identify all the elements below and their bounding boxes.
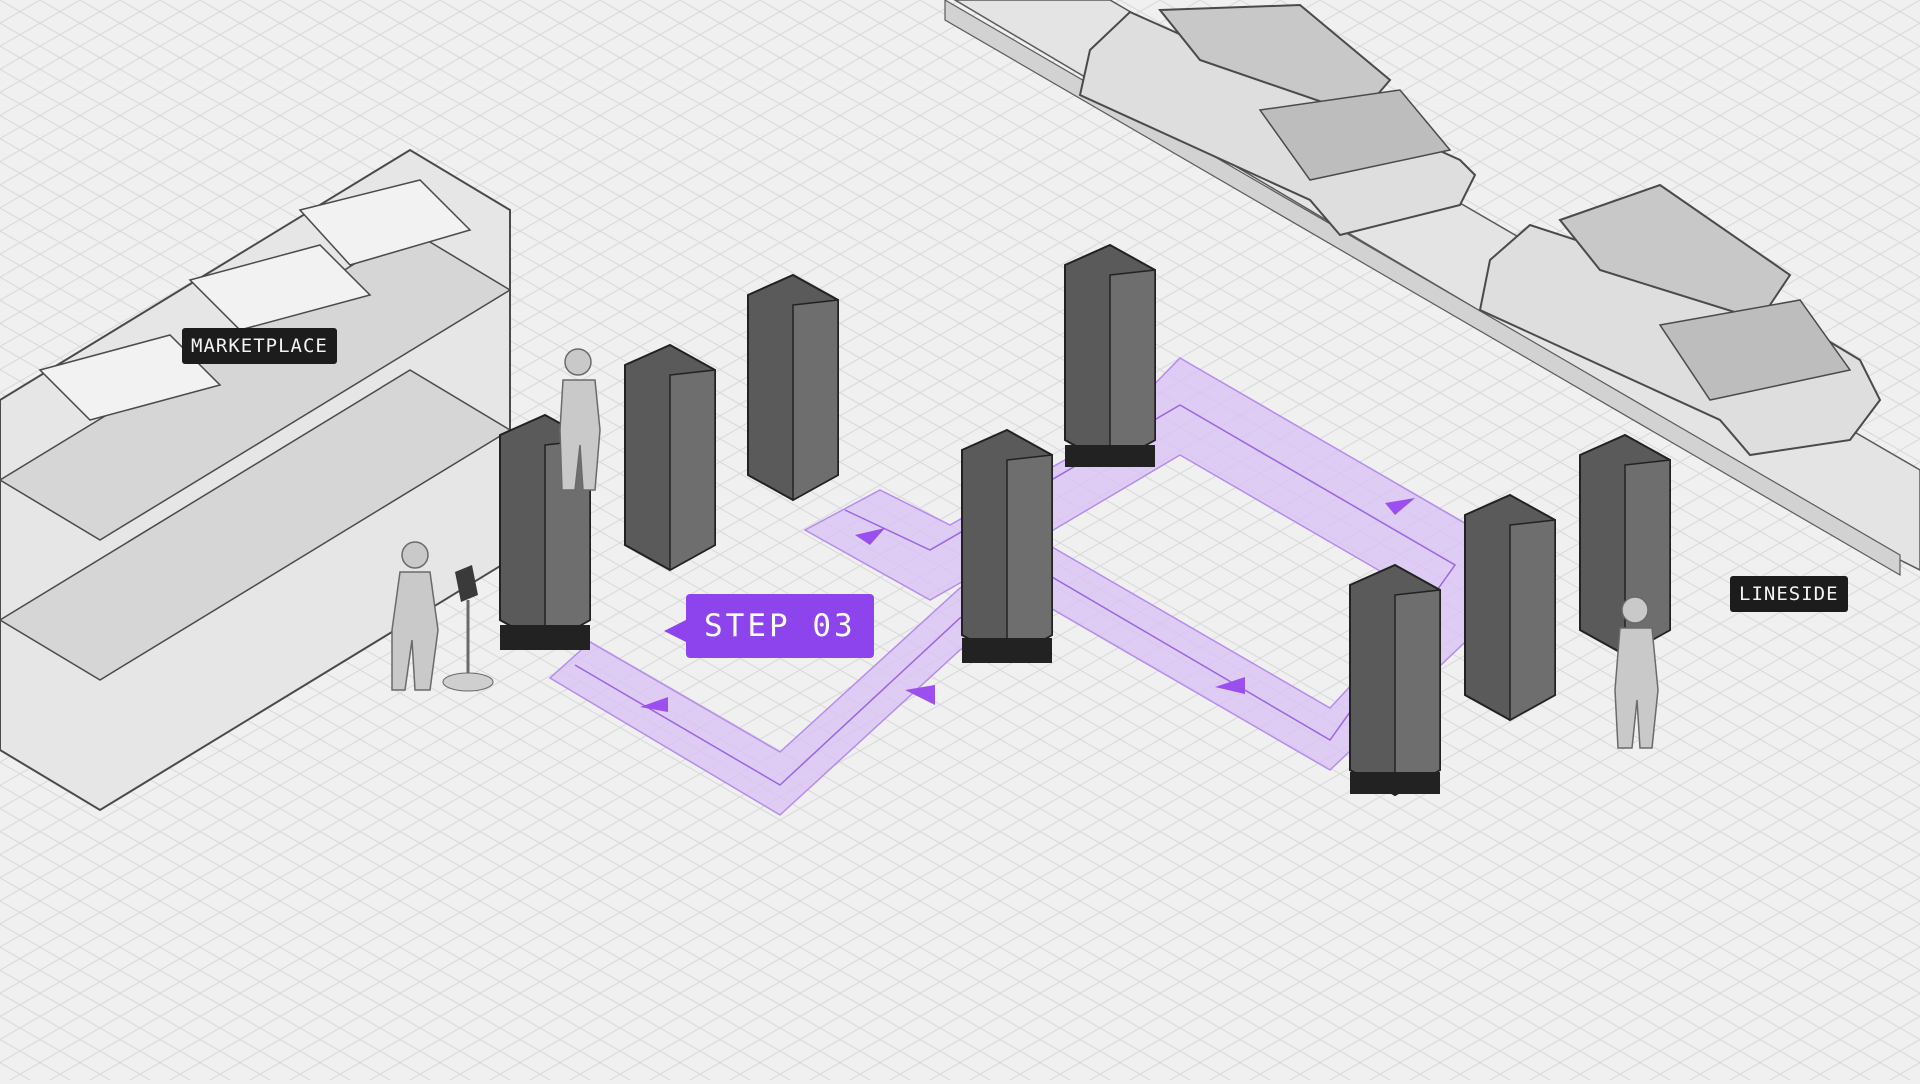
robot-cart-8 xyxy=(1579,433,1671,657)
car-body-1 xyxy=(1078,3,1477,237)
route-arrow-2 xyxy=(640,697,668,712)
robot-cart-6 xyxy=(1349,563,1441,797)
route-arrow-5 xyxy=(1385,498,1415,515)
marketplace-tag: MARKETPLACE xyxy=(182,328,337,364)
worker-at-rack xyxy=(559,348,601,491)
robot-cart-2 xyxy=(624,343,716,572)
step-callout: STEP 03 xyxy=(664,594,874,658)
lineside-tag: LINESIDE xyxy=(1730,576,1848,612)
car-body-2 xyxy=(1478,183,1882,457)
robot-cart-1 xyxy=(499,413,591,650)
robot-cart-7 xyxy=(1464,493,1556,722)
worker-lineside xyxy=(1614,596,1659,749)
robot-cart-4 xyxy=(961,428,1053,663)
tablet-kiosk xyxy=(442,565,494,692)
route-arrow-3 xyxy=(905,685,935,705)
marketplace-rack xyxy=(0,148,512,812)
robot-cart-3 xyxy=(747,273,839,502)
route-arrow-1 xyxy=(855,528,885,545)
route-arrow-4 xyxy=(1215,677,1245,694)
worker-with-tablet xyxy=(391,541,439,691)
robot-cart-5 xyxy=(1064,243,1156,467)
